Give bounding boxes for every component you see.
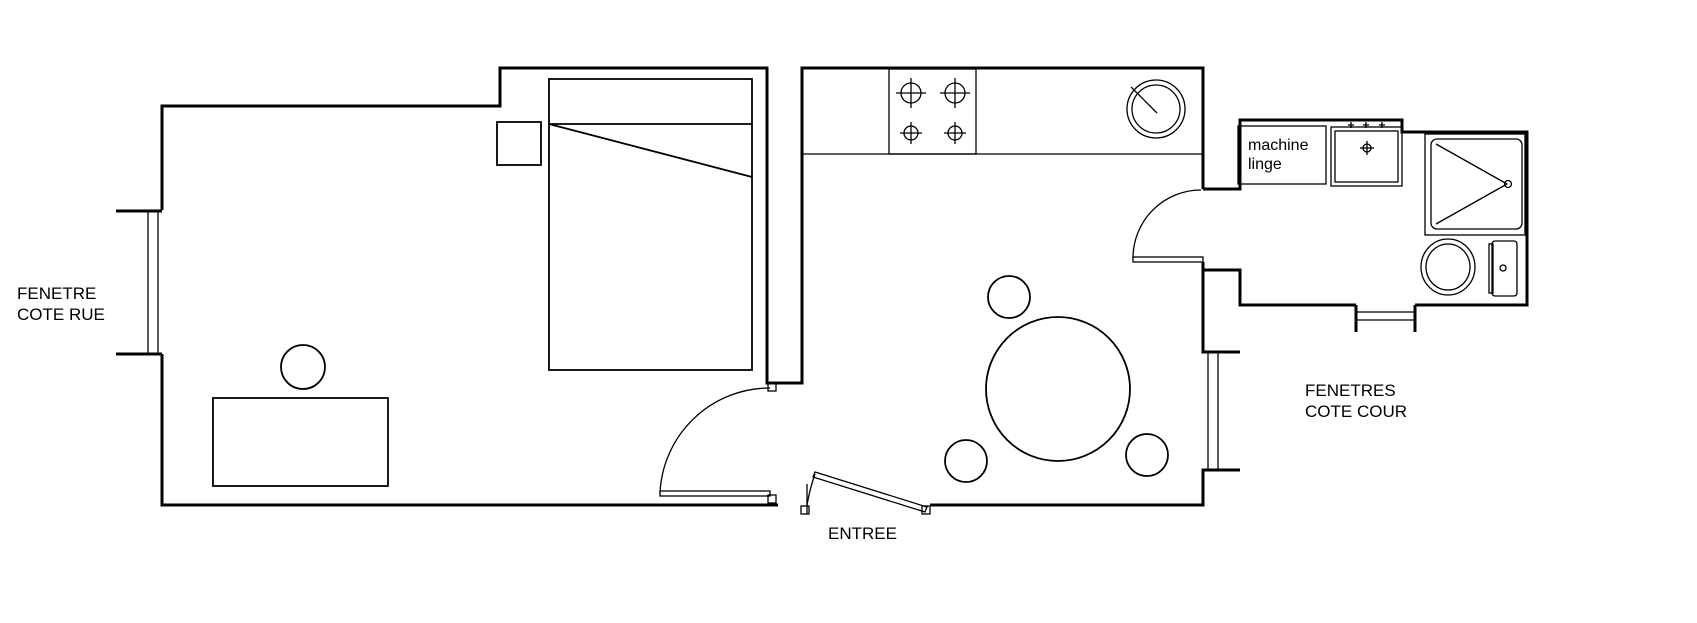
bathroom-door-swing (1132, 189, 1202, 259)
doors (659, 189, 1204, 515)
entrance-label: ENTREE (828, 524, 897, 543)
washing-machine-label-line2: linge (1248, 156, 1282, 173)
courtyard-windows-label: FENETRES COTE COUR (1305, 380, 1407, 422)
washing-machine-label: machine linge (1248, 136, 1308, 174)
chair (987, 275, 1031, 319)
living-bottom-wall (930, 468, 1240, 507)
kitchen-sink-icon (1126, 79, 1186, 139)
bathroom-wall (1203, 118, 1529, 307)
nightstand (496, 121, 542, 166)
courtyard-windows-label-line1: FENETRES (1305, 381, 1396, 400)
table-icon (944, 275, 1169, 483)
washing-machine-icon (1237, 125, 1327, 185)
desk-chair (280, 344, 326, 390)
street-window-label-line1: FENETRE (17, 284, 97, 303)
bedroom-wall (160, 66, 1205, 385)
washing-machine-label-line1: machine (1248, 137, 1309, 154)
entrance-door-swing (806, 473, 816, 506)
sink-icon (1330, 122, 1403, 187)
bathroom-lower-wall (1203, 268, 1356, 307)
street-window-label-line2: COTE RUE (17, 305, 105, 324)
toilet-icon (1420, 238, 1518, 297)
windows (147, 211, 1415, 470)
shower-icon (1424, 133, 1526, 236)
living-right-wall (1201, 262, 1240, 354)
bed-icon (548, 78, 753, 371)
entrance-door-leaf (812, 471, 928, 513)
bathroom-door-leaf (1132, 256, 1204, 263)
stove-icon (888, 68, 977, 155)
bedroom-door-leaf (659, 490, 771, 497)
street-window-label: FENETRE COTE RUE (17, 283, 105, 325)
walls (116, 66, 1529, 507)
chair (944, 439, 988, 483)
chair (1125, 433, 1169, 477)
bedroom-left-lower-wall (160, 354, 778, 507)
kitchen-counter (802, 68, 1203, 155)
courtyard-windows-label-line2: COTE COUR (1305, 402, 1407, 421)
desk-icon (212, 397, 389, 487)
bedroom-door-swing (659, 387, 771, 494)
